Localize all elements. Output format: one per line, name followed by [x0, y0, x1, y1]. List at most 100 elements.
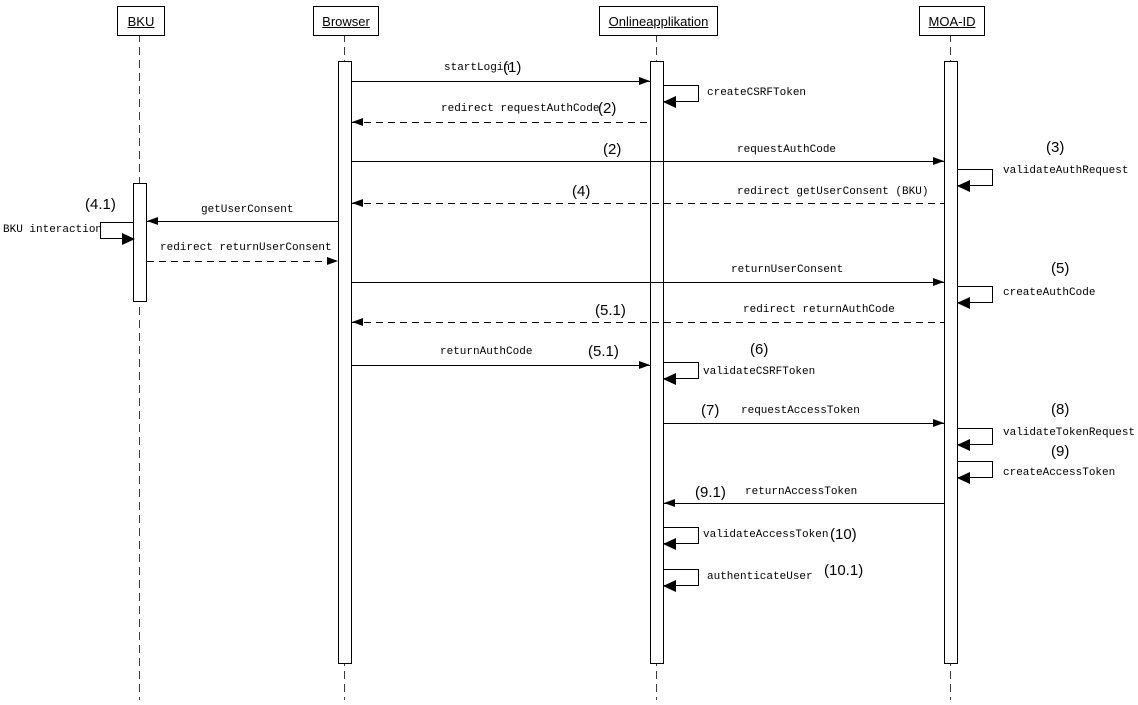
sequence-number-10: (10) — [830, 526, 857, 543]
participant-name-bku: BKU — [127, 13, 155, 29]
participant-name-moa-id: MOA-ID — [928, 13, 976, 29]
arrowhead-left-icon — [352, 199, 363, 207]
self-call-authenticate-user — [663, 569, 699, 592]
arrowhead-right-icon — [639, 77, 650, 85]
sequence-number-4: (4) — [572, 183, 591, 200]
arrow-line — [664, 503, 944, 504]
self-call-validate-auth-request — [957, 169, 993, 192]
self-call-validate-access-token — [663, 527, 699, 550]
arrowhead-left-icon — [957, 297, 970, 309]
self-call-create-csrf-token — [663, 85, 699, 108]
arrowhead-left-icon — [147, 217, 158, 225]
arrowhead-right-icon — [327, 257, 338, 265]
message-label-create-access-token: createAccessToken — [1003, 467, 1116, 479]
self-call-validate-token-request — [957, 428, 993, 451]
message-arrow-return-access-token — [664, 499, 944, 508]
sequence-number-2b: (2) — [603, 141, 622, 158]
message-label-return-user-consent: returnUserConsent — [731, 264, 844, 276]
arrow-line — [352, 161, 944, 162]
arrow-line — [352, 122, 650, 123]
message-arrow-redirect-get-user-consent — [352, 199, 944, 208]
arrow-line — [147, 261, 338, 262]
arrowhead-left-icon — [352, 118, 363, 126]
arrow-line — [664, 423, 944, 424]
participant-name-browser: Browser — [322, 13, 370, 29]
message-label-validate-csrf-token: validateCSRFToken — [703, 366, 816, 378]
message-arrow-redirect-return-auth-code — [352, 318, 944, 327]
arrowhead-right-icon — [639, 361, 650, 369]
message-label-redirect-request-auth-code: redirect requestAuthCode — [441, 103, 600, 115]
message-arrow-redirect-return-user-consent — [147, 257, 338, 266]
message-label-authenticate-user: authenticateUser — [707, 571, 813, 583]
message-label-request-auth-code: requestAuthCode — [737, 144, 837, 156]
message-label-return-access-token: returnAccessToken — [745, 486, 858, 498]
lifeline-bku — [139, 34, 140, 700]
sequence-number-5-1a: (5.1) — [595, 302, 626, 319]
arrowhead-left-icon — [663, 96, 676, 108]
participant-box-onlineapplikation: Onlineapplikation — [599, 6, 718, 36]
sequence-number-7: (7) — [701, 402, 720, 419]
message-label-get-user-consent: getUserConsent — [201, 204, 294, 216]
arrow-line — [352, 322, 944, 323]
sequence-number-1: (1) — [503, 59, 522, 76]
message-arrow-redirect-request-auth-code — [352, 118, 650, 127]
message-arrow-request-access-token — [664, 419, 944, 428]
message-label-redirect-get-user-consent: redirect getUserConsent (BKU) — [737, 186, 929, 198]
message-label-redirect-return-user-consent: redirect returnUserConsent — [160, 242, 332, 254]
arrowhead-right-icon — [122, 233, 135, 245]
activation-bar-moa-id — [944, 61, 958, 664]
arrowhead-left-icon — [957, 439, 970, 451]
sequence-number-6: (6) — [750, 341, 769, 358]
sequence-number-4-1: (4.1) — [85, 196, 116, 213]
arrow-line — [352, 365, 650, 366]
arrow-line — [352, 282, 944, 283]
arrowhead-left-icon — [663, 580, 676, 592]
arrowhead-left-icon — [352, 318, 363, 326]
participant-box-browser: Browser — [313, 6, 379, 36]
sequence-number-5-1b: (5.1) — [588, 343, 619, 360]
message-arrow-return-user-consent — [352, 278, 944, 287]
arrow-line — [352, 203, 944, 204]
arrow-line — [147, 221, 338, 222]
activation-bar-browser — [338, 61, 352, 664]
arrow-line — [352, 81, 650, 82]
message-label-validate-access-token: validateAccessToken — [703, 529, 829, 541]
arrowhead-right-icon — [933, 157, 944, 165]
sequence-number-9-1: (9.1) — [695, 484, 726, 501]
message-arrow-request-auth-code — [352, 157, 944, 166]
participant-box-bku: BKU — [117, 6, 165, 36]
participant-name-onlineapplikation: Onlineapplikation — [608, 13, 709, 29]
sequence-number-8: (8) — [1051, 401, 1070, 418]
self-call-create-access-token — [957, 461, 993, 484]
activation-bar-bku — [133, 183, 147, 302]
message-label-create-auth-code: createAuthCode — [1003, 287, 1096, 299]
arrowhead-left-icon — [663, 373, 676, 385]
message-label-validate-auth-request: validateAuthRequest — [1003, 165, 1129, 177]
arrowhead-left-icon — [664, 499, 675, 507]
sequence-number-10-1: (10.1) — [824, 562, 864, 579]
arrowhead-right-icon — [933, 278, 944, 286]
self-call-validate-csrf-token — [663, 362, 699, 385]
message-label-start-login: startLogin — [444, 62, 511, 74]
participant-box-moa-id: MOA-ID — [919, 6, 985, 36]
sequence-number-5: (5) — [1051, 260, 1070, 277]
arrowhead-left-icon — [957, 180, 970, 192]
sequence-number-2a: (2) — [598, 100, 617, 117]
message-label-bku-interaction: BKU interaction — [3, 224, 103, 236]
activation-bar-onlineapplikation — [650, 61, 664, 664]
message-label-request-access-token: requestAccessToken — [741, 405, 860, 417]
message-arrow-get-user-consent — [147, 217, 338, 226]
arrowhead-left-icon — [663, 538, 676, 550]
arrowhead-right-icon — [933, 419, 944, 427]
message-arrow-start-login — [352, 77, 650, 86]
self-call-create-auth-code — [957, 286, 993, 309]
message-label-create-csrf-token: createCSRFToken — [707, 87, 807, 99]
message-label-redirect-return-auth-code: redirect returnAuthCode — [743, 304, 895, 316]
sequence-number-9: (9) — [1051, 443, 1070, 460]
self-call-bku-interaction — [100, 222, 135, 245]
arrowhead-left-icon — [957, 472, 970, 484]
message-label-return-auth-code: returnAuthCode — [440, 346, 533, 358]
message-arrow-return-auth-code — [352, 361, 650, 370]
sequence-number-3: (3) — [1046, 139, 1065, 156]
